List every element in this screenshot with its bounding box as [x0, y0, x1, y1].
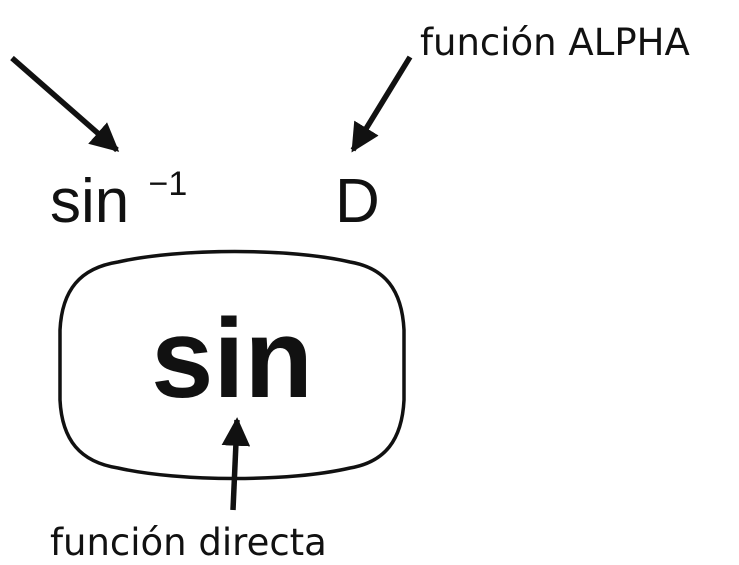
direct-function-arrow [221, 417, 251, 511]
direct-function-label: función directa [50, 521, 327, 564]
shift-function-label-exponent: −1 [149, 165, 188, 203]
shift-function-label: sin −1 [50, 165, 187, 236]
sin-key-label: sin [151, 296, 313, 421]
alpha-function-arrow [350, 55, 413, 153]
alpha-character-label: D [335, 167, 380, 236]
shift-function-label-base: sin [50, 167, 129, 236]
alpha-function-label: función ALPHA [420, 21, 690, 64]
shift-function-arrow [10, 55, 120, 153]
sin-key[interactable] [58, 249, 406, 481]
